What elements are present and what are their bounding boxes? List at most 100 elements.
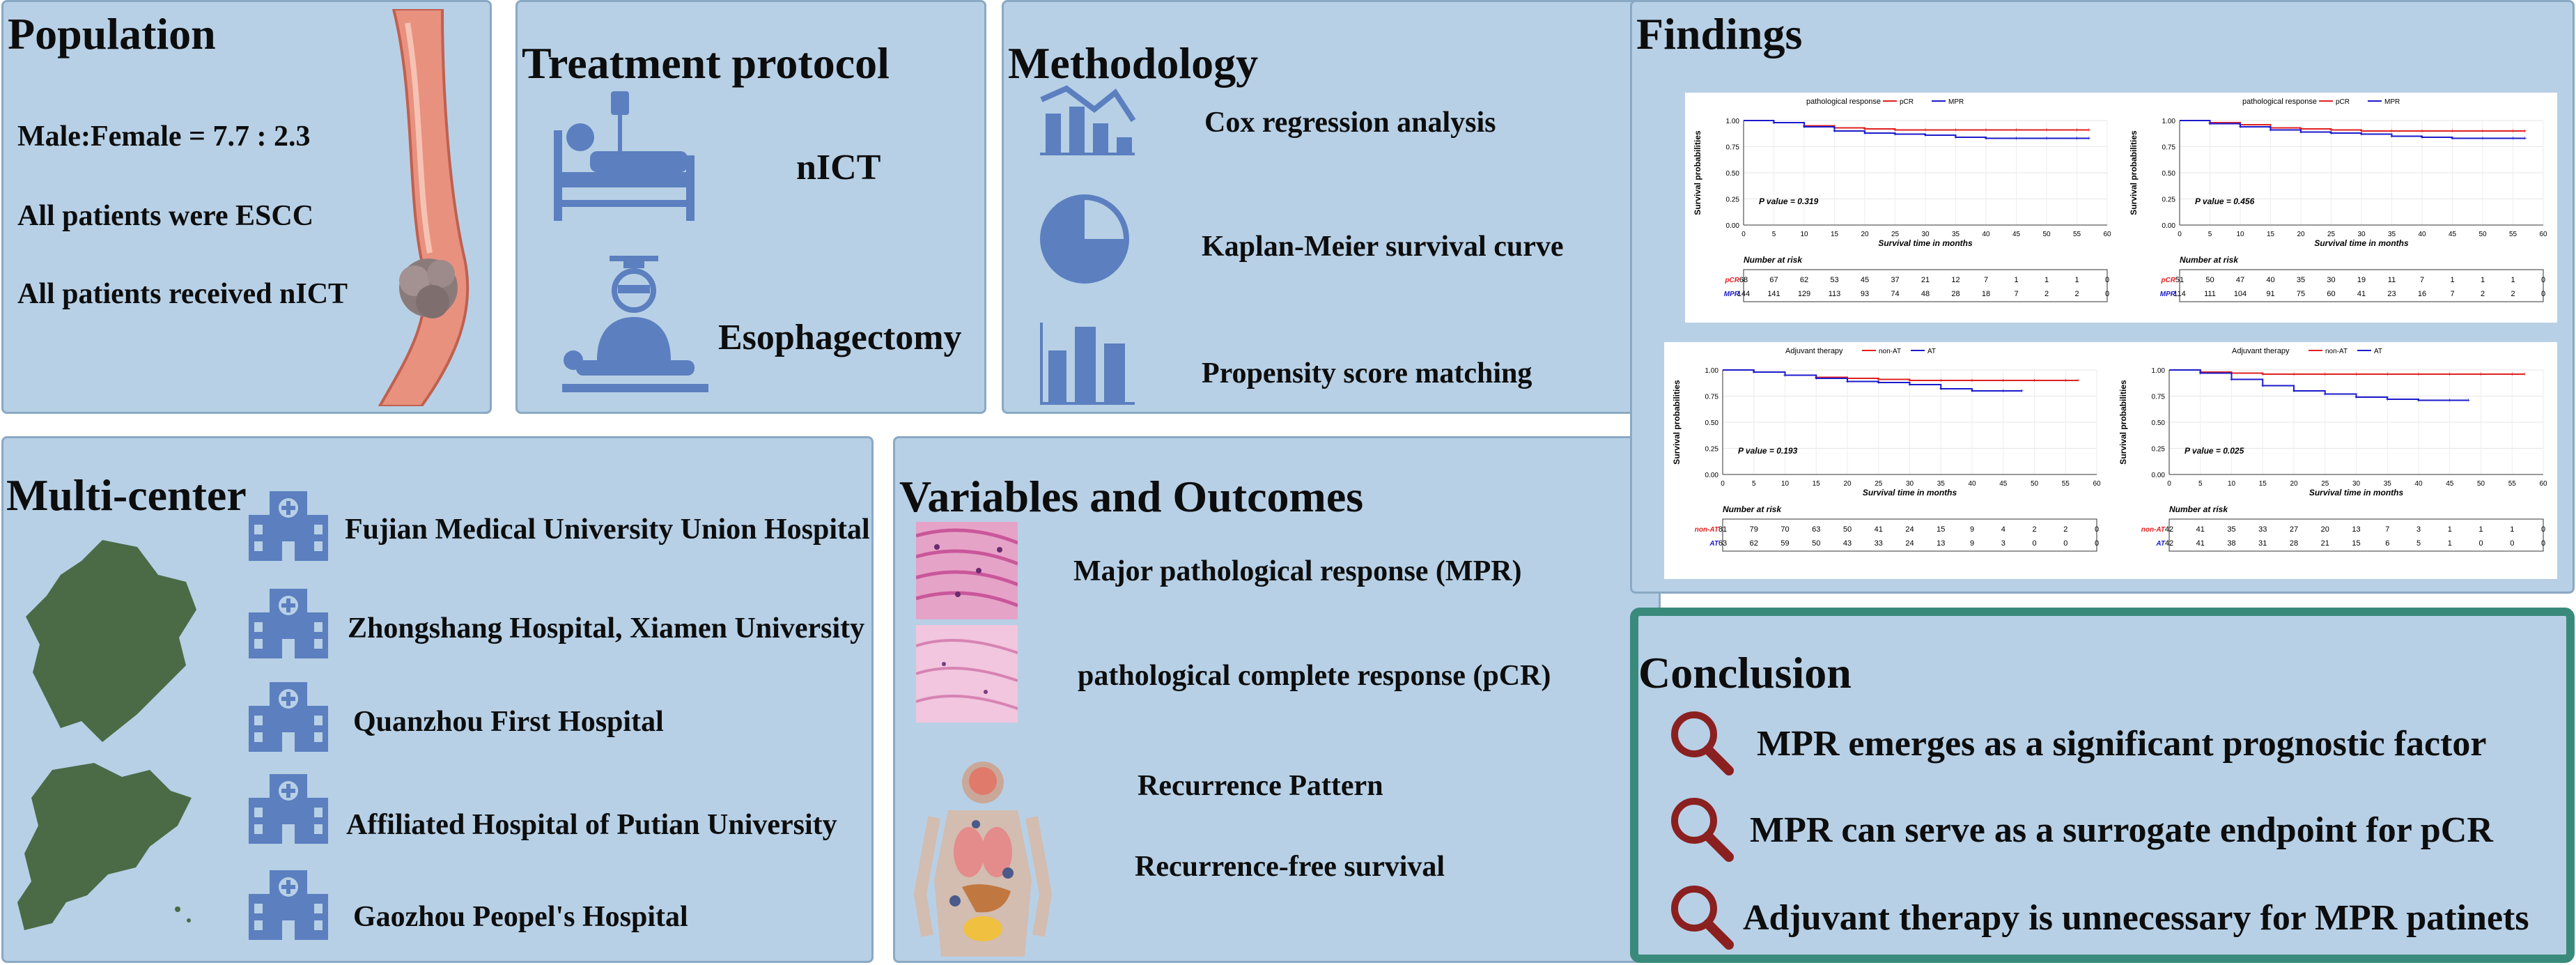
- x-tick-label: 15: [2267, 231, 2275, 238]
- censor-mark: +: [1970, 387, 1973, 394]
- censor-mark: +: [1772, 119, 1776, 126]
- censor-mark: +: [1845, 378, 1849, 385]
- risk-value: 51: [2175, 276, 2184, 284]
- censor-mark: +: [1939, 377, 1943, 384]
- x-tick-label: 5: [2198, 480, 2203, 488]
- escc-text: All patients were ESCC: [17, 200, 314, 232]
- kaplan-meier-text: Kaplan-Meier survival curve: [1202, 231, 1564, 263]
- recurrence-pattern-text: Recurrence Pattern: [1138, 770, 1383, 802]
- risk-value: 35: [2297, 276, 2305, 284]
- x-tick-label: 5: [2208, 231, 2212, 238]
- y-tick-label: 1.00: [2162, 118, 2176, 125]
- multicenter-panel: Multi-center Fujian Medical University U…: [1, 436, 874, 963]
- risk-value: 2: [2063, 525, 2067, 534]
- p-value: P value = 0.193: [1738, 446, 1798, 456]
- x-tick-label: 30: [1921, 231, 1930, 238]
- y-tick-label: 0.25: [2162, 196, 2176, 204]
- censor-mark: +: [1923, 127, 1927, 134]
- risk-value: 0: [2032, 539, 2036, 548]
- risk-value: 2: [2074, 290, 2079, 298]
- censor-mark: +: [1877, 379, 1880, 386]
- risk-value: 93: [1861, 290, 1869, 298]
- risk-value: 0: [2541, 539, 2545, 548]
- risk-value: 13: [2352, 525, 2360, 534]
- y-tick-label: 0.00: [2162, 222, 2176, 230]
- risk-value: 0: [2105, 276, 2109, 284]
- mpr-text: Major pathological response (MPR): [1073, 555, 1522, 587]
- survival-curve: [2169, 369, 2525, 375]
- risk-value: 28: [2290, 539, 2298, 548]
- risk-table-title: Number at risk: [2169, 504, 2228, 514]
- risk-table-title: Number at risk: [2180, 255, 2239, 265]
- risk-value: 129: [1798, 290, 1810, 298]
- censor-mark: +: [2386, 371, 2389, 378]
- y-tick-label: 0.25: [1705, 446, 1719, 454]
- censor-mark: +: [2087, 127, 2090, 134]
- risk-value: 0: [2095, 539, 2099, 548]
- risk-value: 43: [1843, 539, 1852, 548]
- risk-value: 9: [1970, 539, 1974, 548]
- censor-mark: +: [2015, 135, 2018, 142]
- survival-curve: [1744, 120, 2089, 139]
- conclusion-text: Adjuvant therapy is unnecessary for MPR …: [1743, 898, 2529, 938]
- risk-value: 1: [2478, 525, 2483, 534]
- censor-mark: +: [1815, 375, 1818, 382]
- y-tick-label: 0.50: [1705, 419, 1719, 427]
- censor-mark: +: [2015, 127, 2018, 134]
- hospital-name: Quanzhou First Hospital: [353, 706, 664, 738]
- y-axis-label: Survival probabilities: [2118, 380, 2128, 465]
- risk-value: 7: [2420, 276, 2424, 284]
- x-tick-label: 60: [2093, 480, 2101, 488]
- risk-value: 2: [2481, 290, 2485, 298]
- censor-mark: +: [2354, 394, 2358, 401]
- survival-curve: [2180, 120, 2525, 139]
- legend-title: Adjuvant therapy: [1785, 347, 1843, 355]
- censor-mark: +: [2420, 134, 2423, 141]
- x-tick-label: 55: [2073, 231, 2081, 238]
- p-value: P value = 0.319: [1759, 196, 1819, 206]
- risk-value: 33: [2258, 525, 2267, 534]
- risk-value: 1: [2481, 276, 2485, 284]
- risk-row-label: non-AT: [1695, 526, 1719, 534]
- conclusion-item: MPR emerges as a significant prognostic …: [1666, 707, 2551, 776]
- x-axis-label: Survival time in months: [2314, 238, 2409, 248]
- censor-mark: +: [2481, 135, 2484, 142]
- censor-mark: +: [1783, 372, 1787, 379]
- x-tick-label: 50: [2477, 480, 2485, 488]
- censor-mark: +: [2075, 135, 2079, 142]
- censor-mark: +: [2390, 133, 2393, 140]
- censor-mark: +: [2523, 371, 2527, 378]
- risk-value: 0: [2063, 539, 2067, 548]
- risk-row-label: pCR: [2160, 277, 2175, 284]
- censor-mark: +: [2523, 135, 2527, 142]
- risk-value: 0: [2541, 276, 2545, 284]
- risk-value: 63: [1718, 539, 1727, 548]
- x-tick-label: 10: [1781, 480, 1790, 488]
- y-tick-label: 0.50: [1726, 170, 1740, 178]
- y-axis-label: Survival probabilities: [2129, 130, 2139, 215]
- nict-text: All patients received nICT: [17, 278, 348, 310]
- methodology-title: Methodology: [1008, 38, 1259, 88]
- histology-pcr-image: [916, 625, 1018, 723]
- risk-row-label: pCR: [1724, 277, 1739, 284]
- censor-mark: +: [2359, 128, 2363, 134]
- risk-value: 59: [1780, 539, 1789, 548]
- legend-label: non-AT: [1879, 348, 1901, 355]
- risk-value: 81: [1718, 525, 1727, 534]
- risk-value: 24: [1905, 539, 1914, 548]
- risk-value: 50: [2205, 276, 2214, 284]
- risk-value: 50: [1812, 539, 1820, 548]
- magnifier-icon: [1671, 711, 1734, 775]
- hospital-name: Gaozhou Peopel's Hospital: [353, 901, 688, 933]
- censor-mark: +: [2416, 397, 2420, 404]
- risk-value: 7: [1984, 276, 1988, 284]
- censor-mark: +: [2420, 128, 2423, 134]
- x-tick-label: 60: [2539, 480, 2547, 488]
- x-tick-label: 35: [2384, 480, 2392, 488]
- x-tick-label: 0: [1721, 480, 1725, 488]
- x-tick-label: 55: [2508, 480, 2517, 488]
- risk-value: 5: [2416, 539, 2421, 548]
- risk-value: 75: [2297, 290, 2305, 298]
- censor-mark: +: [2044, 127, 2048, 134]
